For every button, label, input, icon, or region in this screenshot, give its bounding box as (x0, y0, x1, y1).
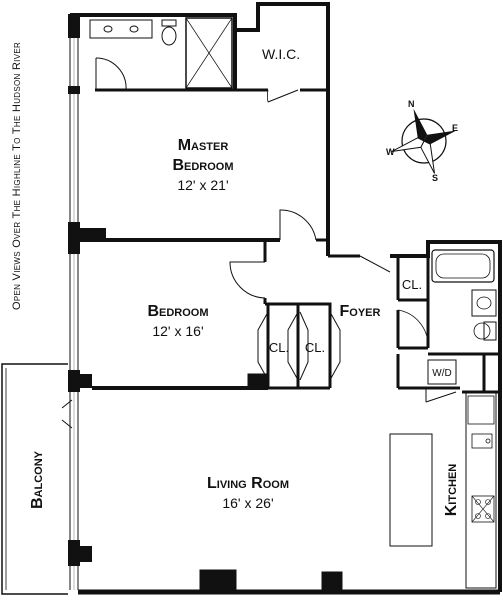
master-label-2: Bedroom (172, 157, 233, 174)
living-room-walls (78, 390, 502, 595)
bedroom-label: Bedroom (147, 303, 208, 320)
master-size: 12' x 21' (177, 177, 228, 193)
closet-label-1: CL. (269, 340, 289, 355)
wic-label: W.I.C. (262, 46, 300, 62)
compass-s: S (432, 173, 438, 183)
living-label: Living Room (207, 475, 289, 492)
compass-e: E (452, 123, 458, 133)
closet-label-3: CL. (402, 277, 422, 292)
laundry (396, 354, 486, 403)
walk-in-closet (235, 2, 330, 103)
foyer-label: Foyer (340, 303, 381, 320)
bedroom-size: 12' x 16' (152, 323, 203, 339)
foyer-walls (326, 240, 502, 392)
kitchen-label: Kitchen (443, 464, 460, 517)
master-bath (70, 13, 237, 92)
master-label-1: Master (178, 137, 229, 154)
west-window-wall (69, 35, 79, 590)
balcony-label: Balcony (29, 450, 46, 509)
balcony (1, 363, 73, 595)
hall-bath (428, 249, 500, 356)
compass-w: W (386, 147, 395, 157)
compass-n: N (408, 99, 415, 109)
closets (257, 302, 341, 390)
wd-label: W/D (432, 368, 451, 379)
living-size: 16' x 26' (222, 495, 273, 511)
west-wall-piers (68, 14, 106, 566)
closet-label-2: CL. (305, 340, 325, 355)
views-note: Open Views Over The Highline To The Huds… (11, 42, 23, 310)
compass-icon: N E S W (386, 99, 458, 183)
bedroom-walls (92, 240, 269, 390)
